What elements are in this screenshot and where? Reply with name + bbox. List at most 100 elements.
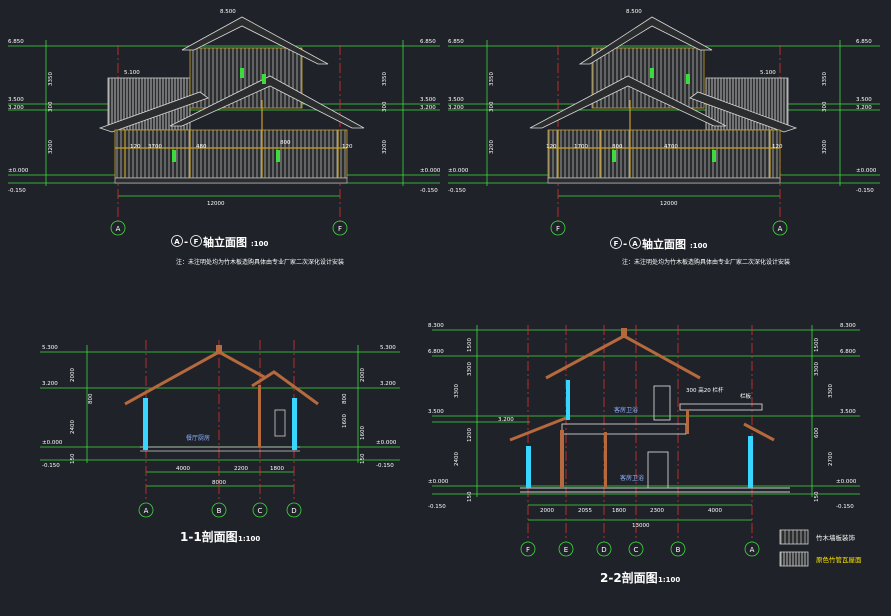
sec2-dim-left-4: 1200: [467, 428, 473, 442]
elev2-axis-left: F: [556, 225, 560, 233]
sec2-span-2: 2055: [578, 508, 592, 514]
sec2-level-neg-left: -0.150: [428, 504, 446, 510]
elev1-level-6850-left: 6.850: [8, 39, 24, 45]
sec2-axis-c: C: [634, 546, 639, 554]
elev2-dim-4: 4700: [664, 144, 678, 150]
sec1-title: 1-1剖面图: [180, 529, 238, 544]
elev1-level-top: 8.500: [220, 9, 236, 15]
sec2-dim-right-2: 3300: [828, 384, 834, 398]
sec1-span-1: 4000: [176, 466, 190, 472]
sec2-level-0-right: ±0.000: [836, 479, 857, 485]
elev2-dim-v3-right: 3200: [822, 140, 828, 154]
sec2-level-3500-right: 3.500: [840, 409, 856, 415]
sec2-axis-f: F: [526, 546, 530, 554]
elev1-dim-v1-right: 3350: [382, 72, 388, 86]
elev2-dim-v2-right: 300: [822, 101, 828, 112]
elev1-level-neg-right: -0.150: [420, 188, 438, 194]
elev1-axis-right: F: [338, 225, 342, 233]
elev1-dim-v2-right: 300: [382, 101, 388, 112]
elev2-level-3200-right: 3.200: [856, 105, 872, 111]
sec2-total: 13000: [632, 523, 650, 529]
sec2-dim-left-5: 2400: [454, 452, 460, 466]
elev1-dim-4: 800: [280, 140, 291, 146]
sec1-dim-left-1: 2000: [70, 368, 76, 382]
sec2-dim-right-3: 3300: [814, 362, 820, 376]
legend-swatch-roof: [779, 551, 809, 567]
elev1-dim-v3-right: 3200: [382, 140, 388, 154]
elev1-axis-left: A: [116, 225, 121, 233]
elev2-dim-v1-right: 3350: [822, 72, 828, 86]
elev1-title-a: A: [174, 238, 180, 246]
sec2-dim-left-1: 1500: [467, 338, 473, 352]
sec2-title: 2-2剖面图: [600, 570, 658, 585]
elev2-dim-1: 120: [546, 144, 557, 150]
sec1-level-top-right: 5.300: [380, 345, 396, 351]
elevation-a-f: [8, 16, 440, 236]
elev2-dim-5: 120: [772, 144, 783, 150]
sec1-dim-right-2: 800: [342, 393, 348, 404]
elev1-dim-3: 480: [196, 144, 207, 150]
elev2-level-top: 8.500: [626, 9, 642, 15]
sec1-axis-b: B: [217, 507, 222, 515]
sec1-room-label: 餐厅厨房: [186, 434, 210, 442]
sec1-axis-a: A: [144, 507, 149, 515]
sec1-total: 8000: [212, 480, 226, 486]
sec1-span-3: 1800: [270, 466, 284, 472]
sec1-dim-left-2: 800: [88, 393, 94, 404]
sec2-level-6800-right: 6.800: [840, 349, 856, 355]
sec2-room-upper: 客房卫浴: [614, 406, 638, 414]
sec1-level-neg-right: -0.150: [376, 463, 394, 469]
elev2-level-mid: 5.100: [760, 70, 776, 76]
sec1-dim-left-3: 2400: [70, 420, 76, 434]
elev2-level-3500-right: 3.500: [856, 97, 872, 103]
elev2-axis-right: A: [778, 225, 783, 233]
sec1-axis-d: D: [291, 507, 296, 515]
elev1-title-f: F: [194, 238, 199, 246]
elev2-scale: :100: [690, 242, 708, 250]
sec2-room-lower: 客房卫浴: [620, 474, 644, 482]
legend: 竹木墙板装饰 原色竹管瓦屋面: [816, 533, 862, 564]
sec2-axis-d: D: [601, 546, 606, 554]
sec1-level-0-left: ±0.000: [42, 440, 63, 446]
elev1-dim-v3: 3200: [48, 140, 54, 154]
sec2-dim-right-6: 150: [814, 491, 820, 502]
elev2-level-3200-left: 3.200: [448, 105, 464, 111]
sec2-dim-left-6: 150: [467, 491, 473, 502]
sec1-axis-c: C: [258, 507, 263, 515]
elev2-note: 注：未注明处均为竹木板造购具体由专业厂家二次深化设计安装: [622, 258, 790, 266]
elev2-level-0-left: ±0.000: [448, 168, 469, 174]
legend-item-roof: 原色竹管瓦屋面: [816, 555, 862, 564]
elev1-note: 注：未注明处均为竹木板造购具体由专业厂家二次深化设计安装: [176, 258, 344, 266]
sec2-span-3: 1800: [612, 508, 626, 514]
elev1-dim-v2: 300: [48, 101, 54, 112]
legend-swatch-wall: [779, 529, 809, 545]
sec2-level-top-right: 8.300: [840, 323, 856, 329]
elev2-level-neg-right: -0.150: [856, 188, 874, 194]
sec2-span-1: 2000: [540, 508, 554, 514]
sec2-level-6800-left: 6.800: [428, 349, 444, 355]
elev1-level-neg-left: -0.150: [8, 188, 26, 194]
elev2-title-text: 轴立面图: [642, 237, 686, 251]
elev1-dim-v1: 3350: [48, 72, 54, 86]
sec2-dim-right-5: 2700: [828, 452, 834, 466]
elev2-dim-v1: 3350: [489, 72, 495, 86]
elev2-span: 12000: [660, 201, 678, 207]
section-2-2: [432, 325, 860, 557]
sec2-axis-a: A: [750, 546, 755, 554]
elev1-title-text: 轴立面图: [203, 235, 247, 249]
sec2-label-rail: 栏板: [740, 392, 752, 400]
section-1-1: [40, 340, 400, 518]
elev2-level-0-right: ±0.000: [856, 168, 877, 174]
sec2-scale: 1:100: [658, 576, 680, 584]
sec2-level-neg-right: -0.150: [836, 504, 854, 510]
sec1-level-3200-right: 3.200: [380, 381, 396, 387]
elev2-level-3500-left: 3.500: [448, 97, 464, 103]
elev2-level-6850-left: 6.850: [448, 39, 464, 45]
elev1-dim-2: 3700: [148, 144, 162, 150]
sec1-level-neg-left: -0.150: [42, 463, 60, 469]
sec1-dim-right-1: 2000: [360, 368, 366, 382]
sec2-axis-e: E: [564, 546, 568, 554]
sec2-dim-left-2: 3300: [454, 384, 460, 398]
